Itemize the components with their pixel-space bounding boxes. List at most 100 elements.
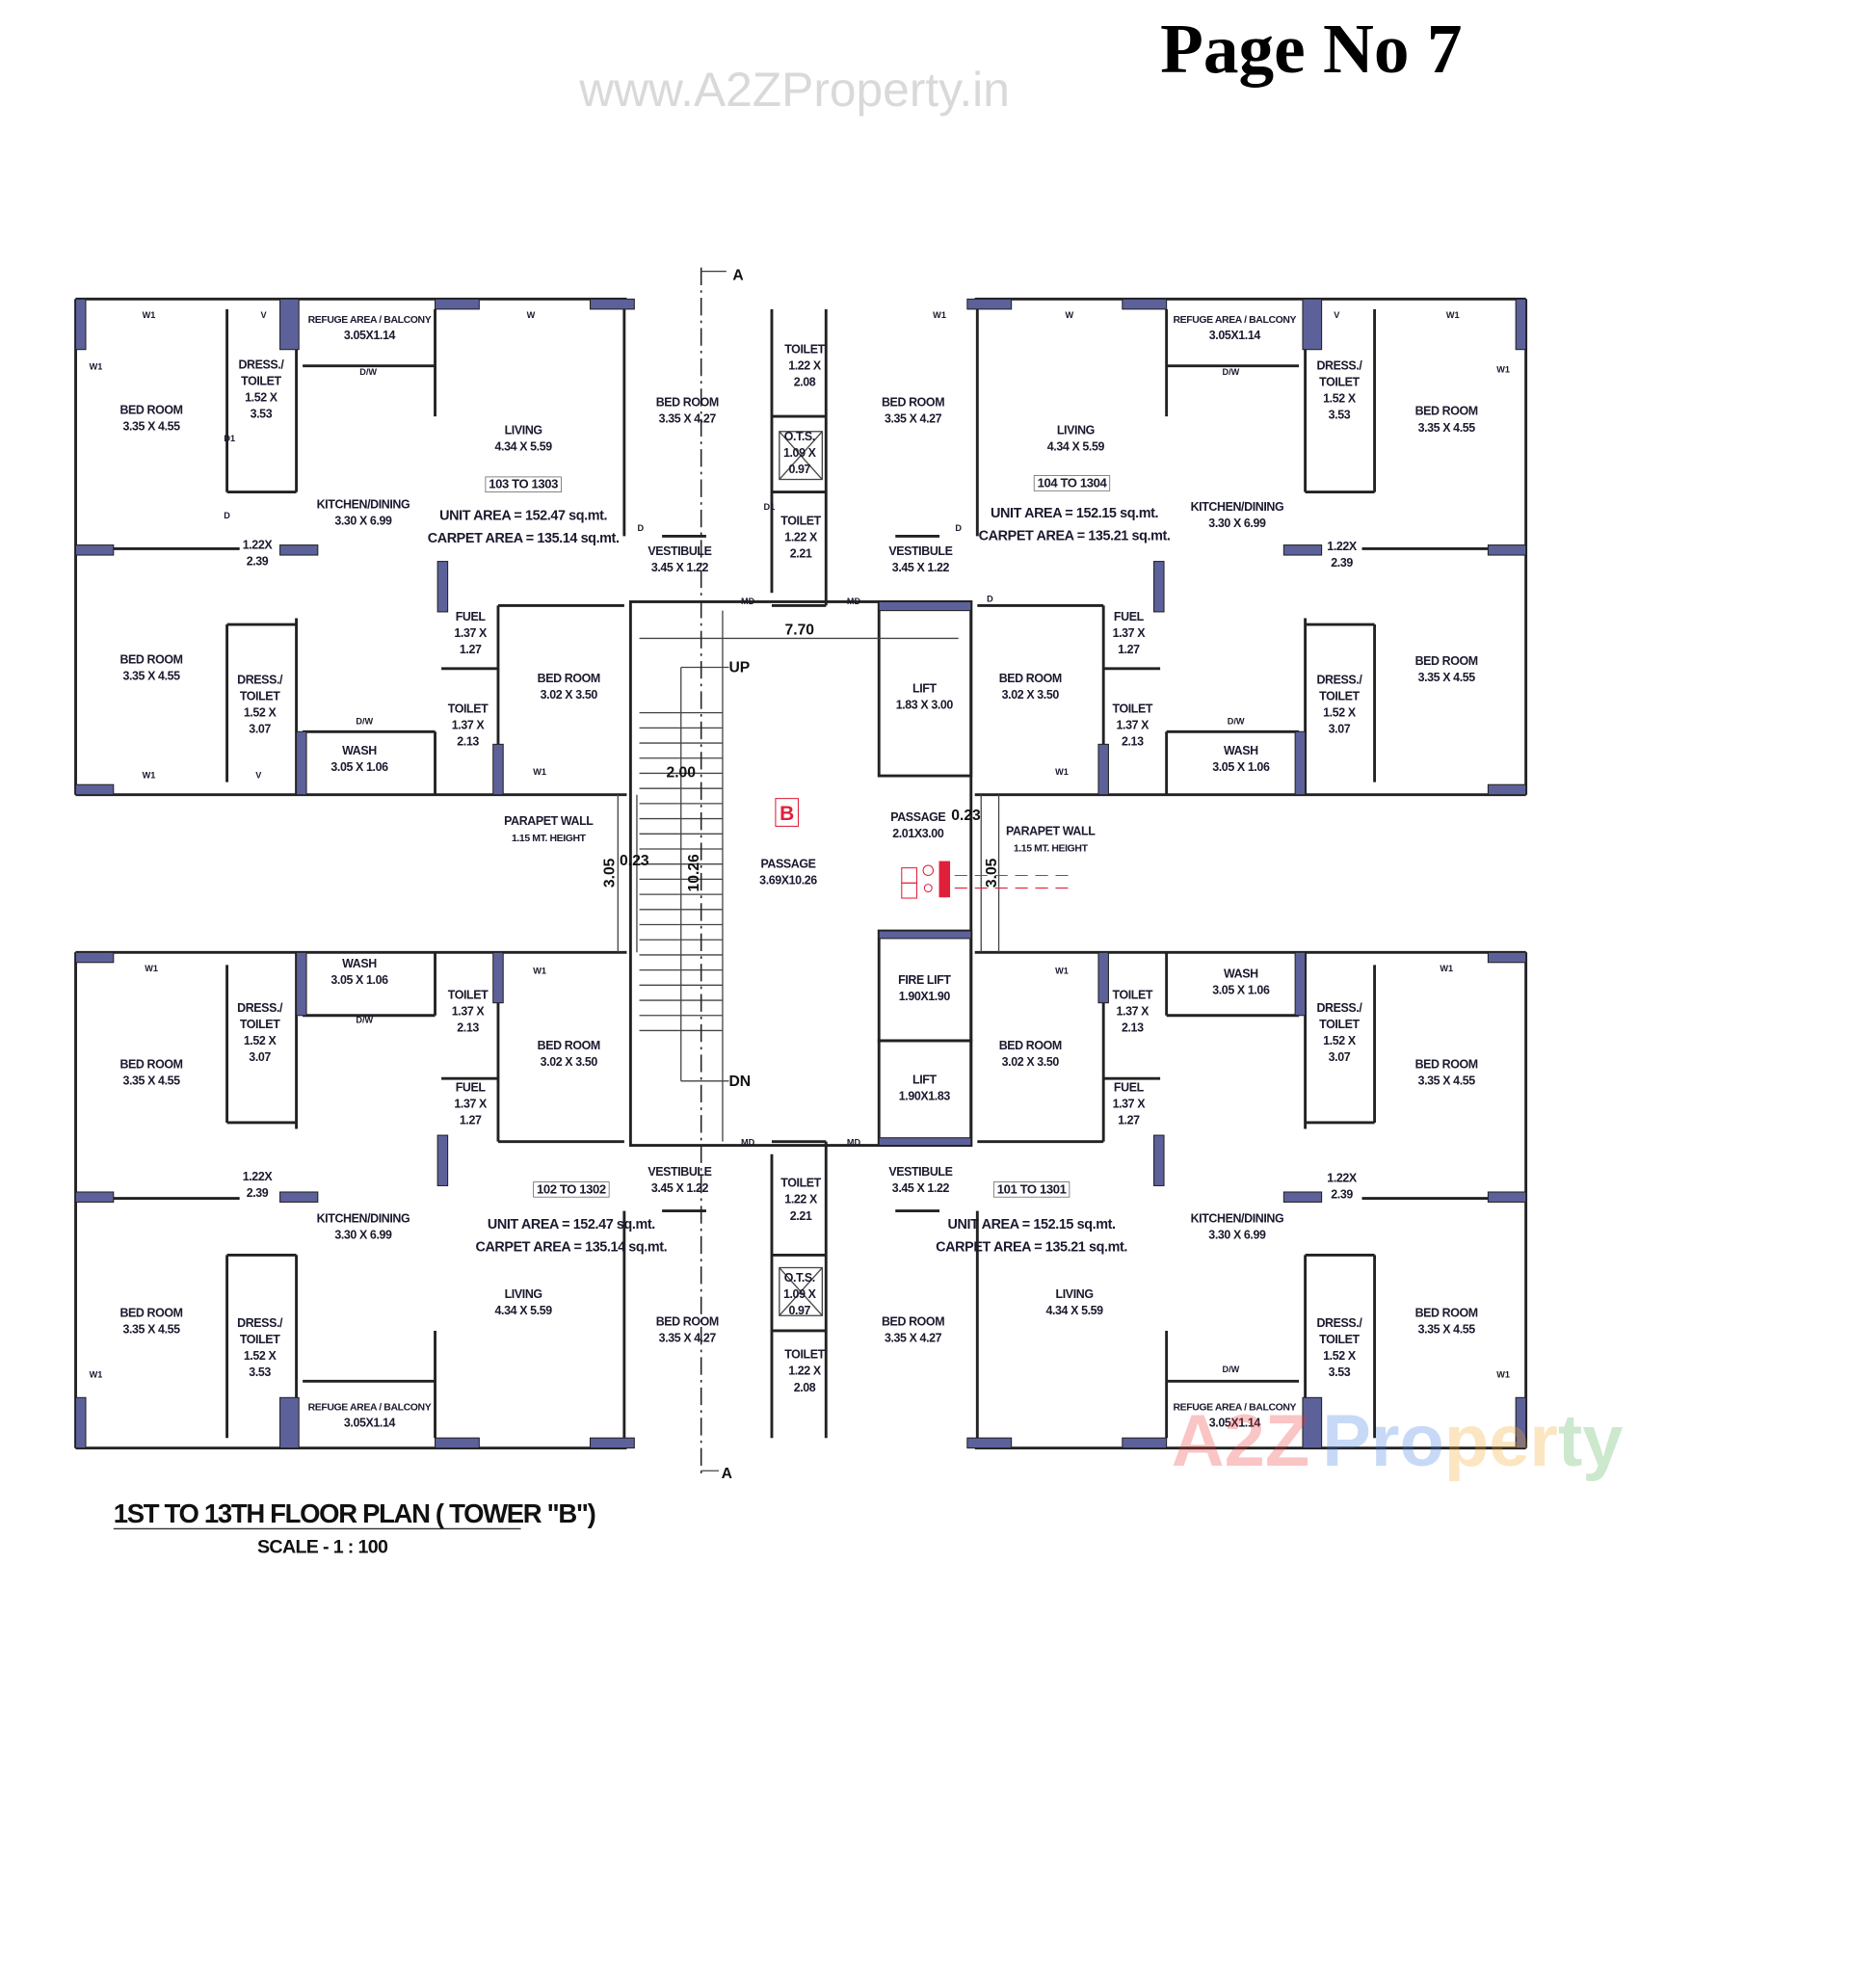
unit-number: 102 TO 1302 bbox=[537, 1181, 606, 1196]
column bbox=[589, 1437, 635, 1449]
room-label-line: 1.27 bbox=[1118, 1113, 1140, 1127]
room-label-line: DRESS./ bbox=[1316, 1001, 1362, 1015]
room-label-line: LIFT bbox=[912, 1073, 937, 1086]
room-label-line: LIVING bbox=[505, 1287, 542, 1301]
stair-down-label: DN bbox=[728, 1074, 751, 1090]
opening-marker: W bbox=[527, 310, 536, 320]
room-label-line: 2.21 bbox=[790, 547, 812, 561]
room-label-line: 3.35 X 4.55 bbox=[1418, 1074, 1476, 1088]
column bbox=[1487, 544, 1527, 556]
room-label-line: 3.35 X 4.55 bbox=[1418, 1323, 1476, 1337]
opening-marker: W1 bbox=[933, 310, 946, 320]
room-label-line: 3.07 bbox=[1329, 1050, 1351, 1064]
column bbox=[966, 1437, 1013, 1449]
column bbox=[279, 1396, 300, 1449]
column bbox=[1302, 1396, 1323, 1449]
opening-marker: D bbox=[955, 523, 962, 533]
plan-title: 1ST TO 13TH FLOOR PLAN ( TOWER "B") bbox=[114, 1498, 595, 1528]
room-label-line: 1.52 X bbox=[1323, 706, 1357, 720]
room-label-line: DRESS./ bbox=[237, 1001, 283, 1015]
column bbox=[279, 544, 319, 556]
room-label-line: KITCHEN/DINING bbox=[1191, 1211, 1284, 1225]
column bbox=[1153, 1134, 1165, 1186]
room-label-line: 3.53 bbox=[251, 407, 273, 420]
room-label-line: 1.22 X bbox=[788, 359, 822, 373]
room-label-line: TOILET bbox=[1319, 1018, 1360, 1031]
column bbox=[1294, 951, 1307, 1017]
column bbox=[75, 1396, 87, 1449]
room-label-line: 1.22 X bbox=[784, 531, 818, 544]
dimension-label: 0.23 bbox=[620, 853, 649, 869]
page-number: Page No 7 bbox=[1160, 10, 1462, 88]
column bbox=[435, 298, 480, 310]
room-label-line: VESTIBULE bbox=[648, 544, 711, 558]
opening-marker: MD bbox=[847, 596, 861, 606]
column bbox=[1097, 951, 1109, 1004]
room-label-line: 1.22X bbox=[243, 538, 274, 551]
core-outline bbox=[628, 600, 973, 1147]
room-label-line: 1.27 bbox=[460, 643, 482, 656]
opening-marker: V bbox=[260, 310, 267, 320]
unit-number-box bbox=[485, 476, 562, 492]
room-label-line: 1.37 X bbox=[1117, 719, 1150, 732]
room-label-line: BED ROOM bbox=[999, 672, 1062, 685]
room-label-line: 1.22X bbox=[1327, 1172, 1358, 1185]
column bbox=[1122, 1437, 1168, 1449]
room-label-line: BED ROOM bbox=[119, 1307, 182, 1320]
column bbox=[1282, 544, 1323, 556]
room-label-line: 3.35 X 4.55 bbox=[122, 1074, 180, 1088]
unit-number-box bbox=[1033, 475, 1111, 491]
room-label-line: 3.35 X 4.27 bbox=[885, 412, 942, 426]
room-label-line: 3.05X1.14 bbox=[344, 329, 396, 342]
plan-scale: SCALE - 1 : 100 bbox=[257, 1536, 388, 1557]
room-label-line: 3.35 X 4.55 bbox=[122, 670, 180, 683]
opening-marker: D/W bbox=[356, 1016, 373, 1025]
column bbox=[878, 930, 972, 940]
column bbox=[1294, 730, 1307, 796]
room-passage: PASSAGE 3.69X10.26 bbox=[759, 858, 817, 888]
room-label-line: PASSAGE bbox=[760, 858, 815, 871]
room-label-line: 1.15 MT. HEIGHT bbox=[1014, 844, 1089, 855]
opening-marker: D1 bbox=[224, 434, 235, 443]
room-label-line: LIVING bbox=[1056, 1287, 1094, 1301]
room-label-line: BED ROOM bbox=[999, 1039, 1062, 1052]
room-label-line: TOILET bbox=[240, 1018, 280, 1031]
core-stair-lift bbox=[617, 267, 1000, 1476]
walls bbox=[74, 297, 1528, 1450]
column bbox=[1487, 783, 1527, 796]
opening-marker: W1 bbox=[1055, 767, 1069, 777]
section-mark-bottom: A bbox=[722, 1466, 732, 1482]
room-label-line: 3.05X1.14 bbox=[344, 1416, 396, 1429]
room-label-line: VESTIBULE bbox=[888, 544, 952, 558]
column bbox=[75, 298, 87, 351]
room-label-line: KITCHEN/DINING bbox=[317, 1211, 410, 1225]
room-label-line: TOILET bbox=[780, 1177, 821, 1190]
column bbox=[279, 1191, 319, 1203]
column bbox=[1122, 298, 1168, 310]
room-label-line: 2.08 bbox=[794, 1381, 816, 1394]
room-label-line: 3.05X1.14 bbox=[1209, 329, 1261, 342]
column bbox=[296, 730, 307, 796]
room-label-line: 3.45 X 1.22 bbox=[651, 561, 709, 574]
carpet-area: CARPET AREA = 135.21 sq.mt. bbox=[936, 1239, 1127, 1255]
room-label-line: 3.69X10.26 bbox=[759, 874, 817, 888]
